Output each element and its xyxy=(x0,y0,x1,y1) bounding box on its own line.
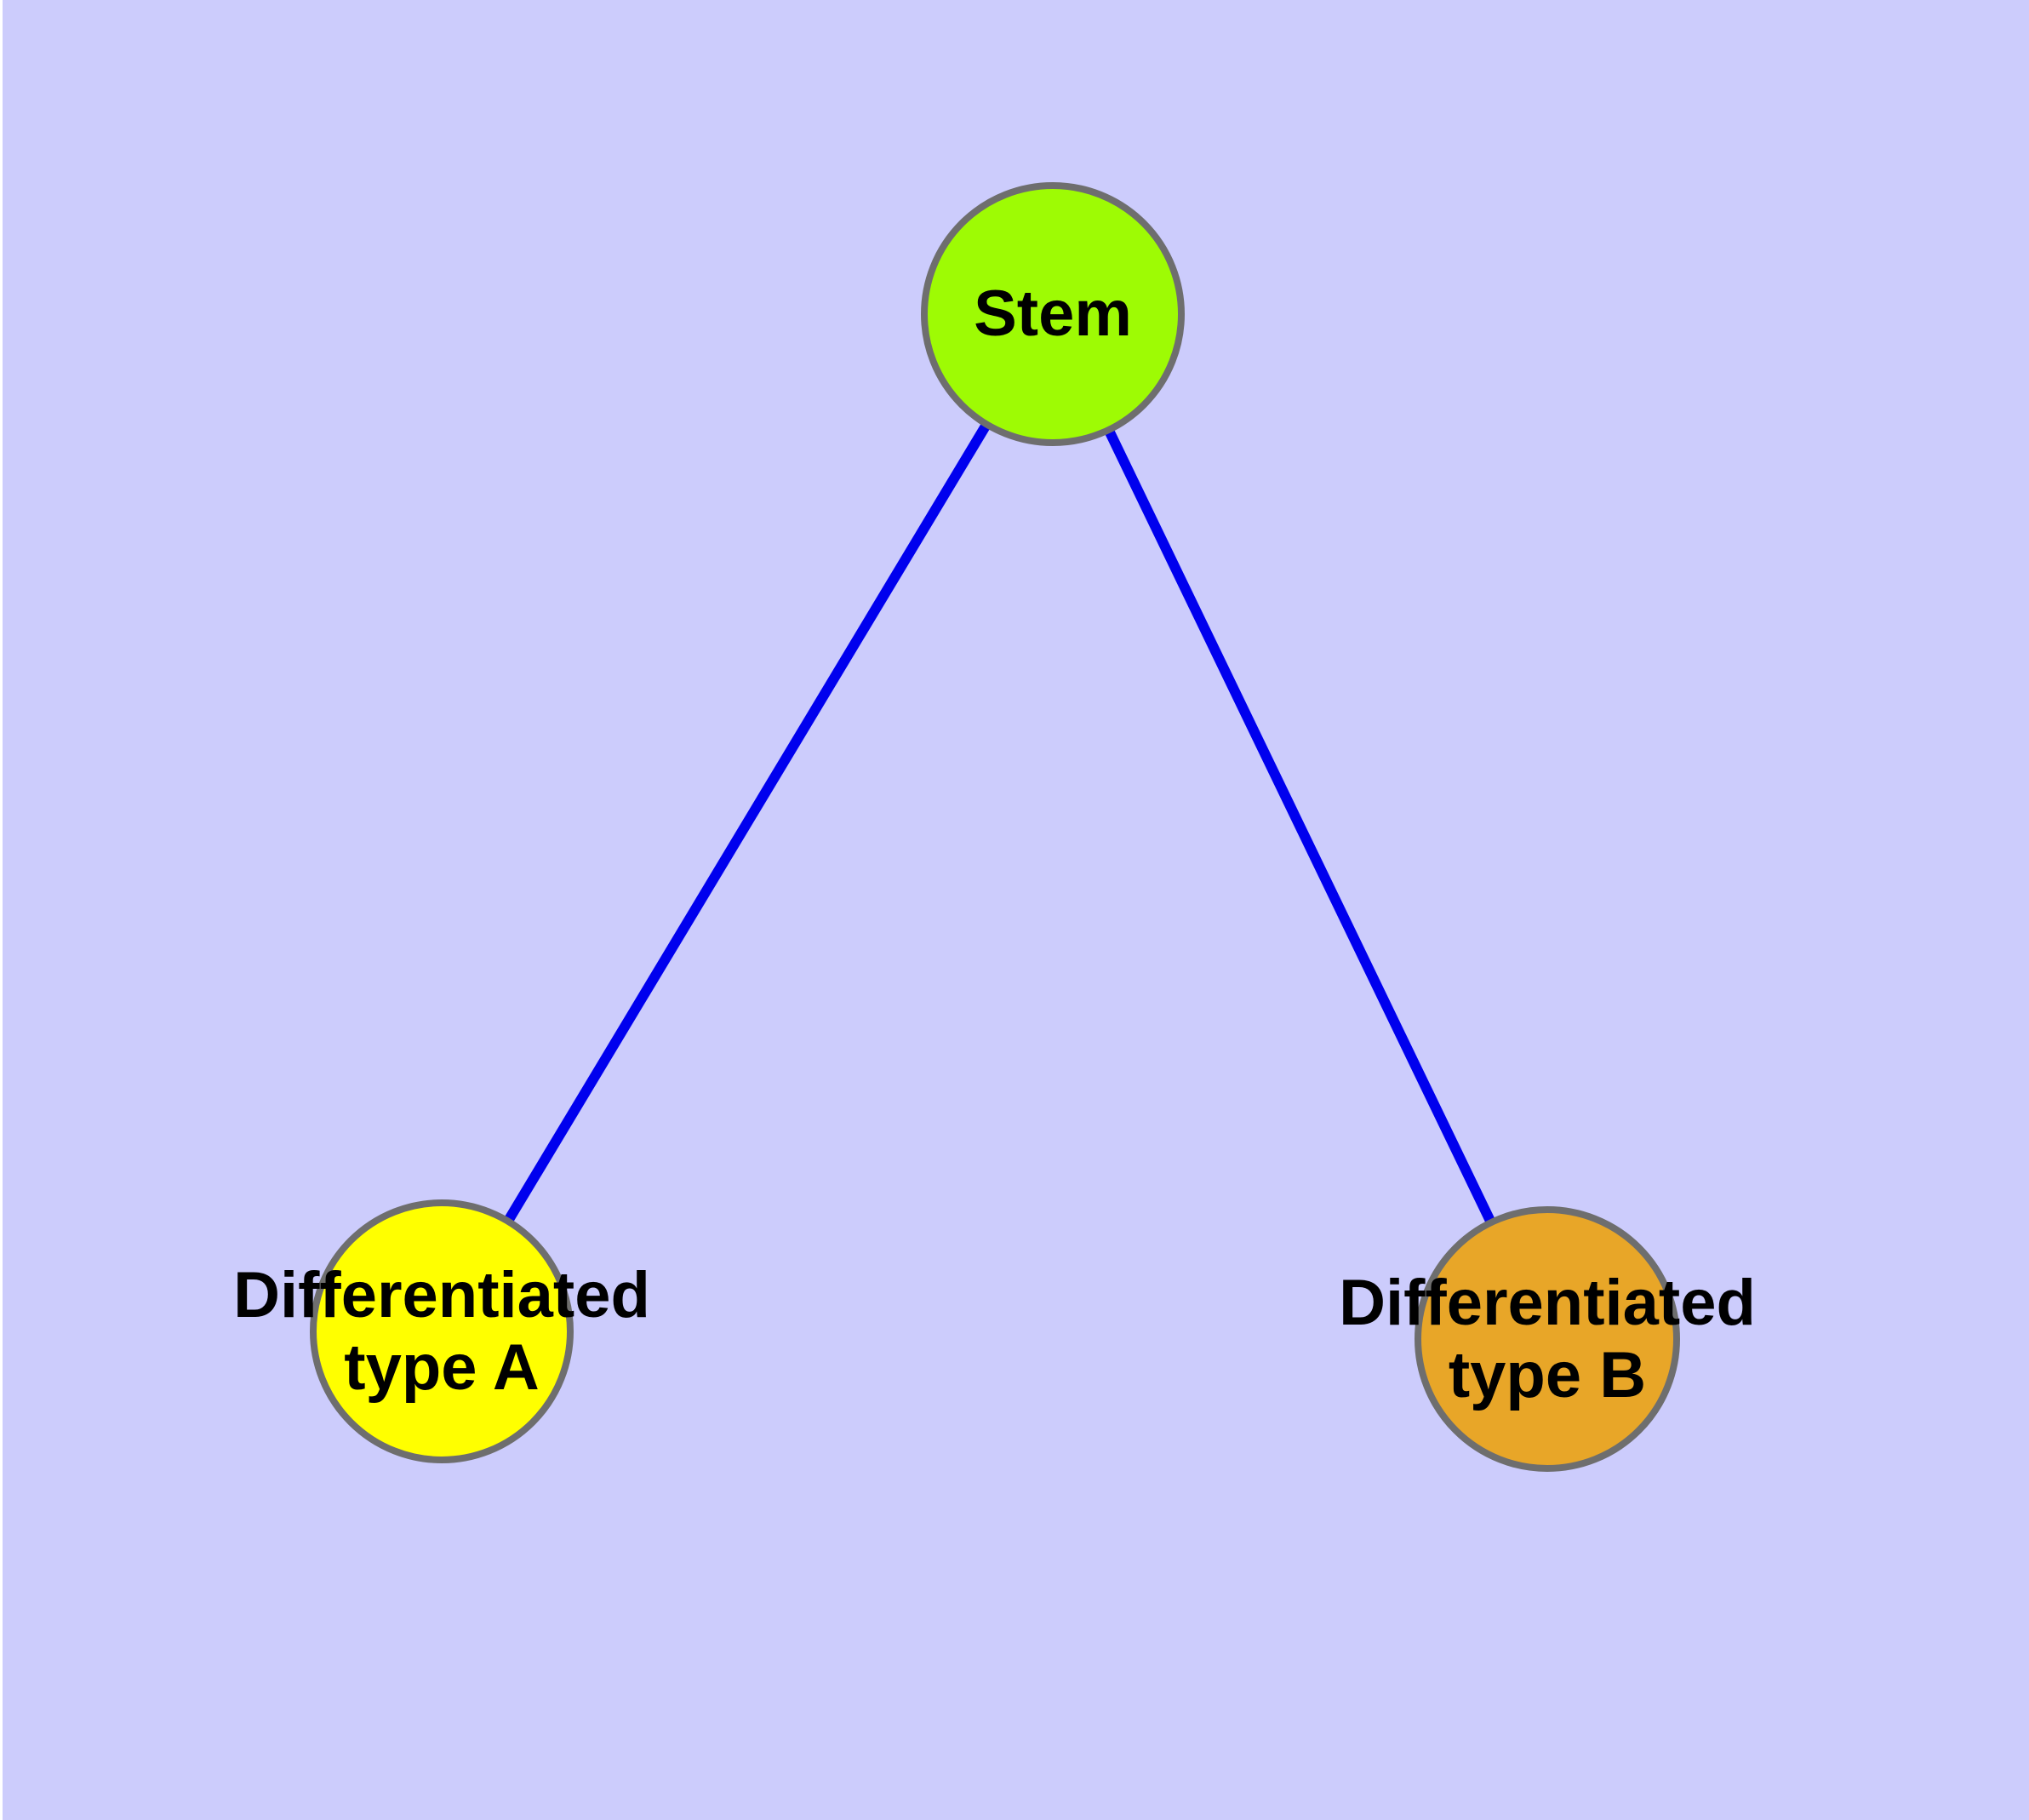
edge-stem-to-differentiated-type-b xyxy=(1048,312,1552,1342)
edge-layer xyxy=(437,311,1552,1342)
node-differentiated-type-b[interactable] xyxy=(1415,1206,1680,1472)
node-stem[interactable] xyxy=(921,182,1185,446)
edge-stem-to-differentiated-type-a xyxy=(437,311,1058,1335)
node-differentiated-type-a[interactable] xyxy=(310,1199,574,1463)
node-layer xyxy=(310,182,1680,1472)
